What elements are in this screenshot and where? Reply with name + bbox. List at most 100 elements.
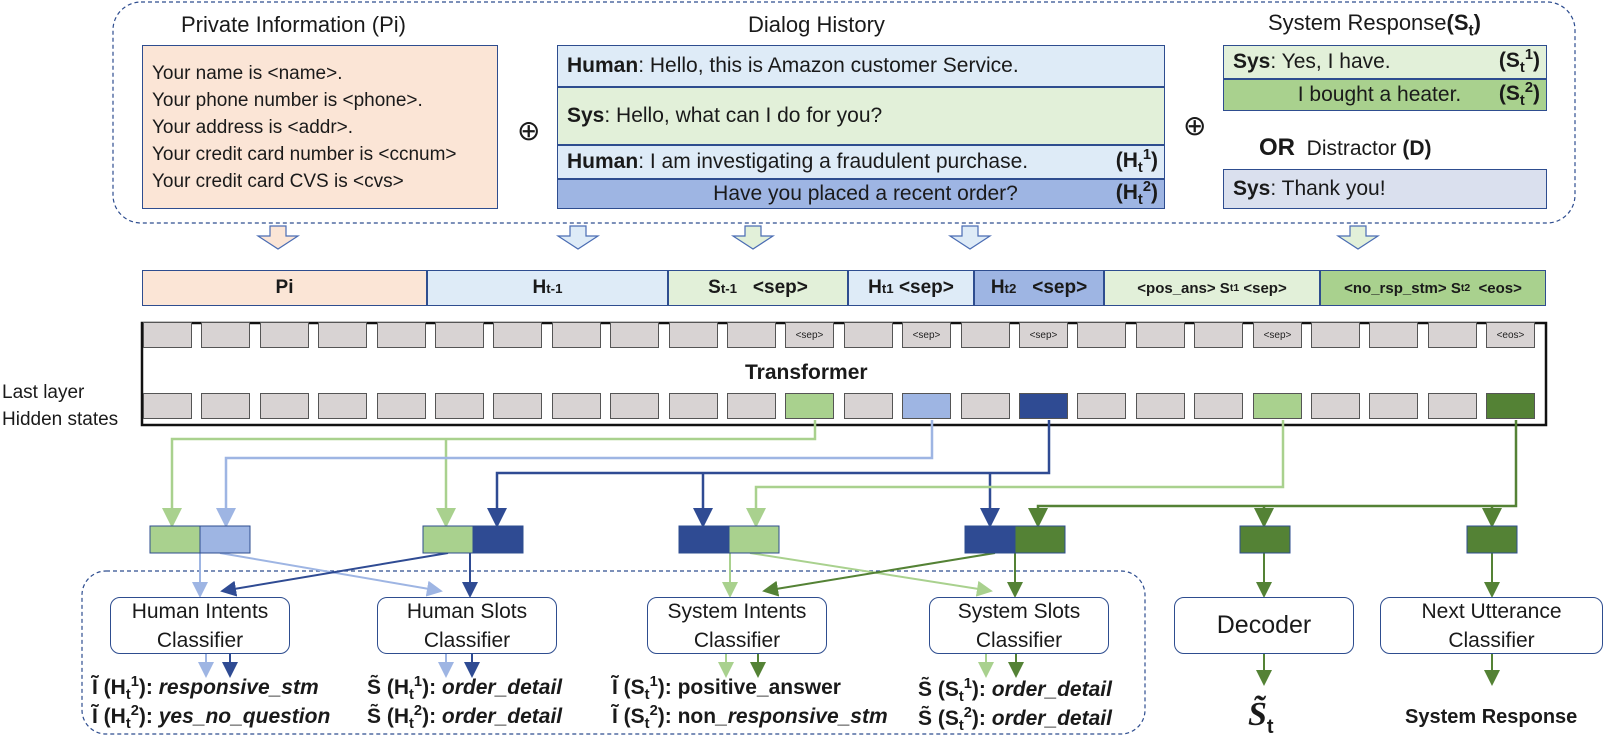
or-label: OR	[1259, 134, 1295, 161]
input-token-cell	[377, 322, 426, 348]
input-token-cell: <sep>	[785, 322, 834, 348]
output-i-h2: Ĩ (Ht2): yes_no_question	[92, 703, 331, 733]
pair2-db	[472, 525, 524, 554]
hidden-state-cell	[1136, 393, 1185, 419]
speaker-label: Sys	[567, 104, 605, 127]
input-token-cell	[1369, 322, 1418, 348]
hidden-state-cell	[1019, 393, 1068, 419]
transformer-title: Transformer	[745, 361, 868, 384]
utterance-text: : Hello, this is Amazon customer Service…	[638, 54, 1019, 77]
input-token-cell: <sep>	[1019, 322, 1068, 348]
system-response-output: System Response	[1405, 706, 1578, 728]
output-s-s2: S̃ (St2): order_detail	[918, 705, 1112, 735]
inputs-container	[112, 1, 1576, 224]
input-token-cell	[844, 322, 893, 348]
dialog-row-3: Human: I am investigating a fraudulent p…	[557, 145, 1165, 179]
down-arrow-s	[730, 225, 776, 250]
hidden-state-cell	[435, 393, 484, 419]
utterance-text: Have you placed a recent order?	[713, 182, 1018, 205]
hidden-state-cell	[201, 393, 250, 419]
hidden-state-cell	[1428, 393, 1477, 419]
input-token-cell	[493, 322, 542, 348]
hidden-state-cell	[493, 393, 542, 419]
input-token-cell	[961, 322, 1010, 348]
decoder-output: S̃t	[1248, 696, 1274, 738]
utterance-tag: (Ht2)	[1115, 179, 1158, 209]
oplus-symbol: ⊕	[1183, 110, 1207, 141]
system-response-header: System Response(St)	[1268, 10, 1481, 40]
hidden-state-cell	[1311, 393, 1360, 419]
speaker-label: Human	[567, 54, 639, 77]
down-arrow-h	[555, 225, 601, 250]
sys-row-2: I bought a heater. (St2)	[1223, 79, 1547, 111]
utterance-tag: (Ht1)	[1115, 147, 1158, 177]
sys-row-1: Sys: Yes, I have. (St1)	[1223, 45, 1547, 79]
input-token-cell	[260, 322, 309, 348]
hidden-state-cell	[143, 393, 192, 419]
input-token-cell	[201, 322, 250, 348]
input-token-cell	[1311, 322, 1360, 348]
hidden-state-cell	[1369, 393, 1418, 419]
hidden-state-cell	[1486, 393, 1535, 419]
utterance-text: : Hello, what can I do for you?	[604, 104, 883, 127]
pair4-dg	[1014, 525, 1066, 554]
pair3-db	[678, 525, 730, 554]
hidden-state-cell	[902, 393, 951, 419]
classifiers-container	[81, 570, 1146, 735]
down-arrow-pi	[255, 225, 301, 250]
pi-line: Your credit card CVS is <cvs>	[152, 171, 404, 192]
hidden-state-cell	[844, 393, 893, 419]
hidden-states-label: Hidden states	[2, 409, 119, 430]
output-i-h1: Ĩ (Ht1): responsive_stm	[92, 674, 319, 704]
input-token-cell	[1194, 322, 1243, 348]
utterance-text: : Thank you!	[1270, 177, 1386, 200]
input-token-cell	[435, 322, 484, 348]
input-token-cell	[143, 322, 192, 348]
hidden-state-cell	[727, 393, 776, 419]
or-distractor-label: OR Distractor (D)	[1259, 136, 1432, 160]
down-arrows	[255, 225, 1381, 250]
pair-mb	[199, 525, 251, 554]
last-layer-label: Last layer	[2, 382, 85, 403]
private-info-box: Your name is <name>. Your phone number i…	[142, 45, 498, 209]
single-dg-decoder	[1239, 525, 1291, 554]
output-s-s1: S̃ (St1): order_detail	[918, 676, 1112, 706]
input-token-cell	[318, 322, 367, 348]
pair4-db	[964, 525, 1016, 554]
hidden-state-cell	[377, 393, 426, 419]
input-token-cell: <sep>	[902, 322, 951, 348]
utterance-text: : I am investigating a fraudulent purcha…	[638, 150, 1029, 173]
input-token-cell	[1077, 322, 1126, 348]
hidden-state-cell	[961, 393, 1010, 419]
input-token-cell	[727, 322, 776, 348]
down-arrow-h2	[947, 225, 993, 250]
seq-pi: Pi	[142, 270, 427, 306]
distractor-tag: (D)	[1402, 137, 1432, 160]
output-s-h1: S̃ (Ht1): order_detail	[367, 674, 563, 704]
hidden-state-cell	[1194, 393, 1243, 419]
input-token-cell	[1428, 322, 1477, 348]
input-token-cell	[610, 322, 659, 348]
dialog-row-1: Human: Hello, this is Amazon customer Se…	[557, 45, 1165, 87]
utterance-tag: (St2)	[1498, 80, 1540, 110]
output-i-s2: Ĩ (St2): non_responsive_stm	[612, 703, 888, 733]
decoder-box: Decoder	[1174, 597, 1354, 654]
oplus-symbol: ⊕	[517, 115, 541, 146]
input-token-cell	[1136, 322, 1185, 348]
speaker-label: Human	[567, 150, 639, 173]
hidden-state-cell	[1253, 393, 1302, 419]
output-i-s1: Ĩ (St1): positive_answer	[612, 674, 841, 704]
speaker-label: Sys	[1233, 50, 1271, 73]
pi-line: Your credit card number is <ccnum>	[152, 144, 457, 165]
pair3-lg	[728, 525, 780, 554]
single-dg-next	[1466, 525, 1518, 554]
